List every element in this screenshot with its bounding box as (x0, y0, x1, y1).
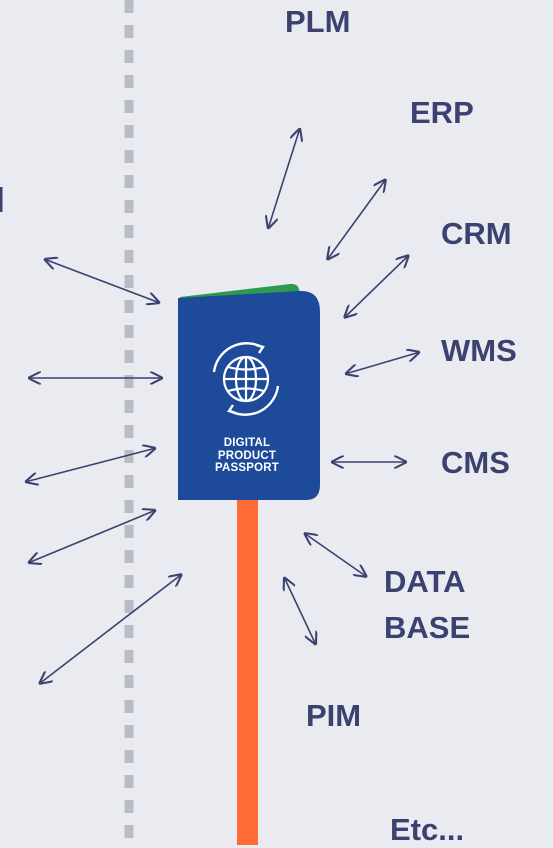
label-pim: PIM (306, 698, 362, 733)
label-plm: PLM (285, 4, 351, 39)
label-crm: CRM (441, 216, 512, 251)
globe-icon (212, 342, 280, 416)
connector-arrows-right (268, 128, 420, 645)
label-cms: CMS (441, 445, 510, 480)
label-erp: ERP (410, 95, 474, 130)
cropped-glyph (0, 187, 3, 212)
arrow-erp (327, 179, 386, 260)
label-data: DATA (384, 564, 466, 599)
arrow-wms (345, 352, 420, 374)
arrow-left-3 (25, 448, 156, 482)
passport-title-line-3: PASSPORT (214, 462, 279, 474)
passport-pole (237, 495, 258, 845)
arrow-left-5 (39, 574, 182, 684)
passport-title-line-2: PRODUCT (217, 449, 277, 462)
arrow-crm (344, 255, 409, 318)
label-base: BASE (384, 610, 471, 645)
passport-book (178, 283, 320, 500)
label-wms: WMS (441, 333, 517, 368)
arrow-plm (268, 128, 300, 229)
connector-arrows-left (25, 259, 182, 684)
passport-title: DIGITAL PRODUCT PASSPORT (178, 437, 316, 475)
arrow-left-4 (28, 510, 156, 563)
arrow-left-1 (44, 259, 160, 303)
arrow-database (304, 533, 367, 577)
passport-title-line-1: DIGITAL (223, 437, 271, 449)
arrow-pim (284, 577, 316, 645)
label-etc: Etc... (390, 812, 465, 847)
